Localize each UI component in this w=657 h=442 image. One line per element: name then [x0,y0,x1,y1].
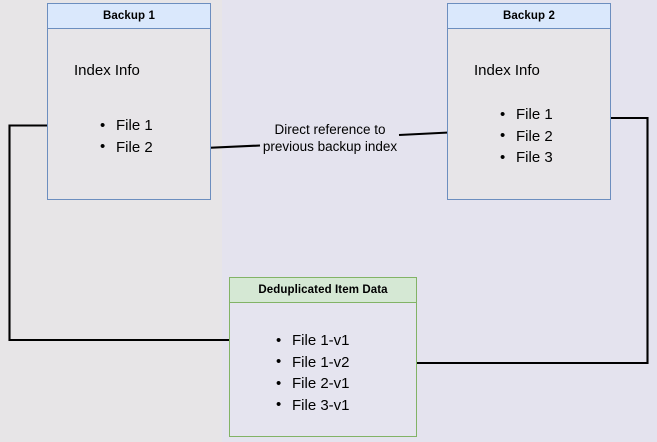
list-item[interactable]: File 2 [100,136,153,159]
backup2-box[interactable]: Backup 2 Index Info File 1 File 2 File 3 [447,3,611,200]
list-item[interactable]: File 3 [500,147,553,169]
dedup-file-label: File 3-v1 [292,396,350,414]
backup1-index-info-label: Index Info [74,62,140,79]
dedup-file-list: File 1-v1 File 1-v2 File 2-v1 File 3-v1 [276,330,350,416]
list-item[interactable]: File 1 [100,115,153,137]
backup1-box[interactable]: Backup 1 Index Info File 1 File 2 [47,3,211,200]
dedup-file-label: File 2-v1 [292,375,350,392]
backup1-file-label: File 2 [116,138,153,156]
backup2-file-list: File 1 File 2 File 3 [500,104,553,169]
list-item[interactable]: File 3-v1 [276,394,350,417]
dedup-file-label: File 1-v1 [292,332,350,349]
backup2-file-label: File 2 [516,127,553,145]
direct-reference-label-line1: Direct reference to [274,122,386,137]
backup2-file-label: File 3 [516,149,553,166]
dedup-file-label: File 1-v2 [292,353,350,371]
backup1-file-label: File 1 [116,117,153,134]
dedup-title: Deduplicated Item Data [258,284,388,296]
backup1-file-list: File 1 File 2 [100,115,153,158]
list-item[interactable]: File 2-v1 [276,373,350,395]
backup2-index-info-label: Index Info [474,62,540,79]
backup2-header: Backup 2 [448,4,610,29]
backup2-title: Backup 2 [503,10,555,22]
backup1-title: Backup 1 [103,10,155,22]
backup2-file-label: File 1 [516,106,553,123]
list-item[interactable]: File 2 [500,125,553,148]
deduplicated-item-data-box[interactable]: Deduplicated Item Data File 1-v1 File 1-… [229,277,417,437]
direct-reference-label-line2: previous backup index [262,139,398,154]
dedup-header: Deduplicated Item Data [230,278,416,303]
list-item[interactable]: File 1 [500,104,553,126]
backup1-header: Backup 1 [48,4,210,29]
list-item[interactable]: File 1-v2 [276,351,350,374]
list-item[interactable]: File 1-v1 [276,330,350,352]
direct-reference-label: Direct reference to previous backup inde… [250,121,410,155]
